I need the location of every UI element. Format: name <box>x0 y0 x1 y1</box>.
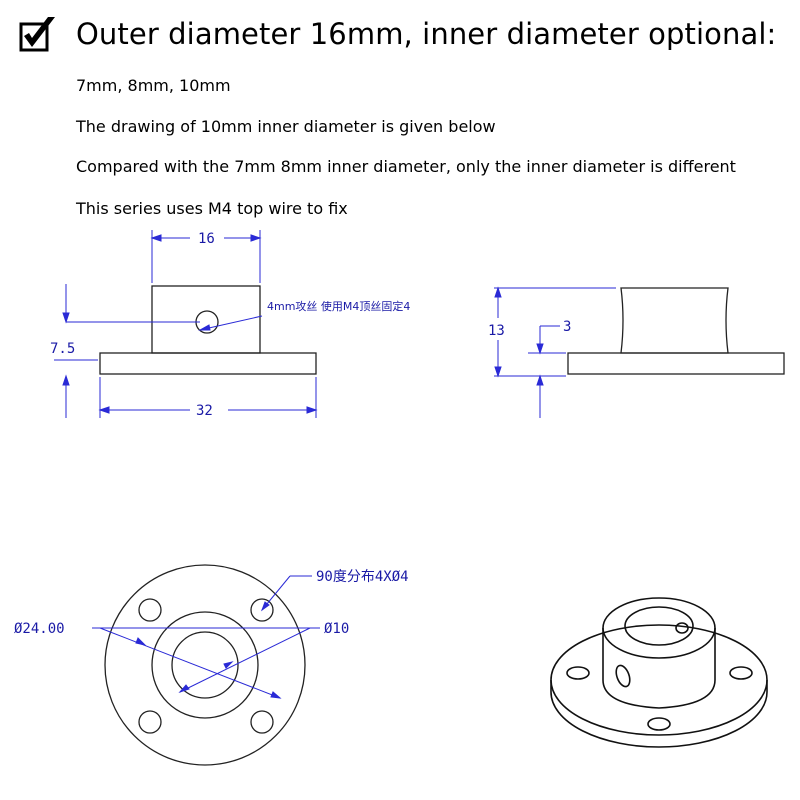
fixing-line: This series uses M4 top wire to fix <box>76 199 348 218</box>
inner-diameter-label: Ø10 <box>324 621 349 637</box>
outer-diameter-label: Ø24.00 <box>14 621 65 637</box>
isometric-view <box>550 597 768 748</box>
header: Outer diameter 16mm, inner diameter opti… <box>18 14 776 54</box>
top-view: Ø24.00 Ø10 90度分布4XØ4 <box>14 564 409 766</box>
front-width-top-label: 16 <box>198 231 215 247</box>
page-title: Outer diameter 16mm, inner diameter opti… <box>76 17 777 51</box>
side-height-label: 13 <box>488 323 505 339</box>
hole-note: 4mm攻丝 使用M4顶丝固定4 <box>267 299 410 313</box>
front-height-label: 7.5 <box>50 341 75 357</box>
side-view: 13 3 <box>488 286 785 418</box>
side-flange-label: 3 <box>563 319 571 335</box>
front-view: 16 32 7.5 4mm攻丝 使用M4顶丝固定4 <box>50 230 410 419</box>
option-line: 7mm, 8mm, 10mm <box>76 76 231 95</box>
front-width-base-label: 32 <box>196 403 213 419</box>
comparison-line: Compared with the 7mm 8mm inner diameter… <box>76 157 736 176</box>
drawing-note-line: The drawing of 10mm inner diameter is gi… <box>76 117 496 136</box>
holes-note: 90度分布4XØ4 <box>316 569 409 585</box>
checkmark-box-icon <box>18 14 58 54</box>
